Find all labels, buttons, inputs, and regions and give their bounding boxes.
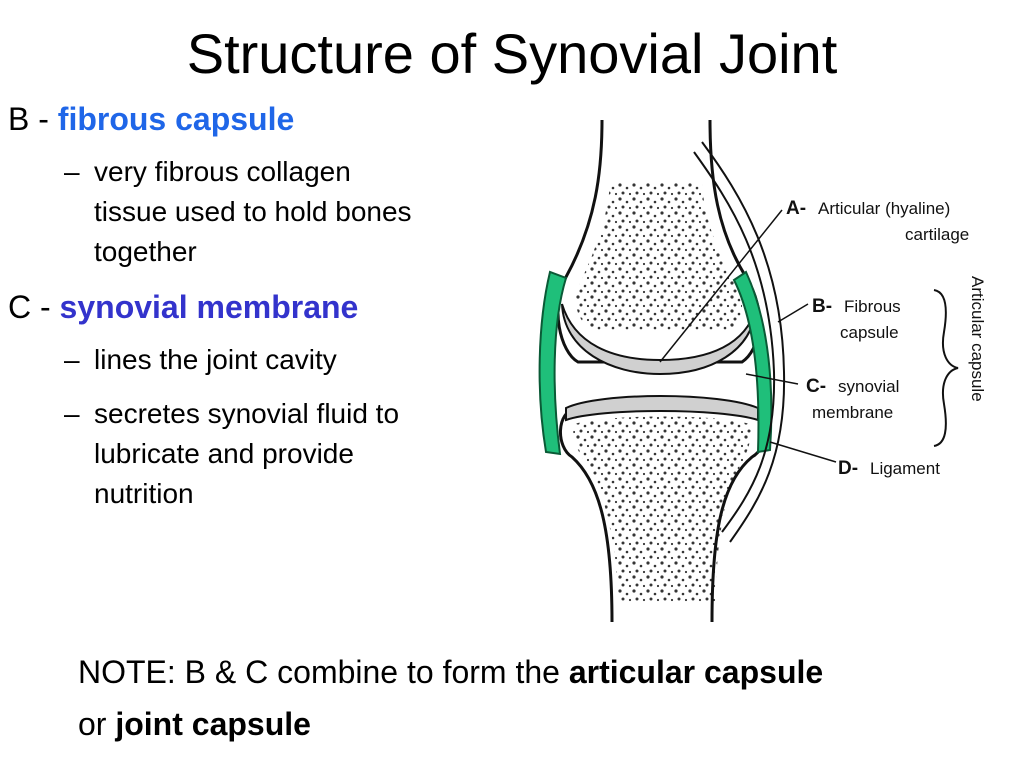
leader-c: [745, 373, 799, 385]
label-a-key: A-: [786, 198, 806, 219]
bullet-c-term: synovial membrane: [59, 289, 359, 325]
synovial-joint-diagram: A- Articular (hyaline) cartilage B- Fibr…: [538, 119, 987, 623]
section-b: B - fibrous capsule –very fibrous collag…: [8, 100, 508, 272]
label-c-key: C-: [806, 376, 826, 397]
note: NOTE: B & C combine to form the articula…: [78, 646, 1018, 750]
upper-spongy-bone: [575, 182, 743, 330]
bullet-c: C - synovial membrane: [8, 288, 508, 326]
label-d-key: D-: [838, 458, 858, 479]
slide-title: Structure of Synovial Joint: [186, 22, 838, 85]
leader-b: [777, 303, 809, 323]
synovial-membrane-right: [732, 270, 773, 454]
label-b-line2: capsule: [840, 323, 899, 342]
bullet-c-sub1-text: lines the joint cavity: [94, 344, 337, 375]
lower-cartilage: [565, 395, 759, 422]
bullet-b-sub-line3: together: [94, 236, 197, 267]
synovial-membrane-left: [538, 270, 568, 456]
capsule-brace: [933, 289, 959, 447]
bullet-c-sub1: –lines the joint cavity: [64, 344, 337, 375]
bullet-b: B - fibrous capsule: [8, 100, 508, 138]
label-d-line1: Ligament: [870, 459, 940, 478]
bullet-b-prefix: B -: [8, 101, 58, 137]
note-text2: or: [78, 706, 116, 742]
label-a-line1: Articular (hyaline): [818, 199, 950, 218]
note-text1: NOTE: B & C combine to form the: [78, 654, 569, 690]
leader-a: [659, 209, 783, 363]
label-b-line1: Fibrous: [844, 297, 901, 316]
lower-spongy-bone: [573, 416, 751, 602]
note-bold2: joint capsule: [115, 706, 311, 742]
bullet-b-sub-line2: tissue used to hold bones: [94, 196, 412, 227]
leader-d: [769, 441, 837, 463]
bullet-c-prefix: C -: [8, 289, 60, 325]
bullet-b-term: fibrous capsule: [57, 101, 295, 137]
note-bold1: articular capsule: [568, 654, 824, 690]
label-c-line2: membrane: [812, 403, 893, 422]
label-b-key: B-: [812, 296, 832, 317]
bullet-b-sub-line1: very fibrous collagen: [94, 156, 351, 187]
section-c: C - synovial membrane –lines the joint c…: [8, 288, 508, 514]
ligament-line: [701, 141, 786, 543]
bullet-c-sub2-line2: lubricate and provide: [94, 438, 354, 469]
bullet-c-sub2-line1: secretes synovial fluid to: [94, 398, 400, 429]
label-a-line2: cartilage: [905, 225, 969, 244]
bullet-c-sub2-line3: nutrition: [94, 478, 194, 509]
fibrous-capsule-line: [693, 151, 776, 533]
label-c-line1: synovial: [838, 377, 899, 396]
label-articular-capsule: Articular capsule: [968, 276, 987, 402]
